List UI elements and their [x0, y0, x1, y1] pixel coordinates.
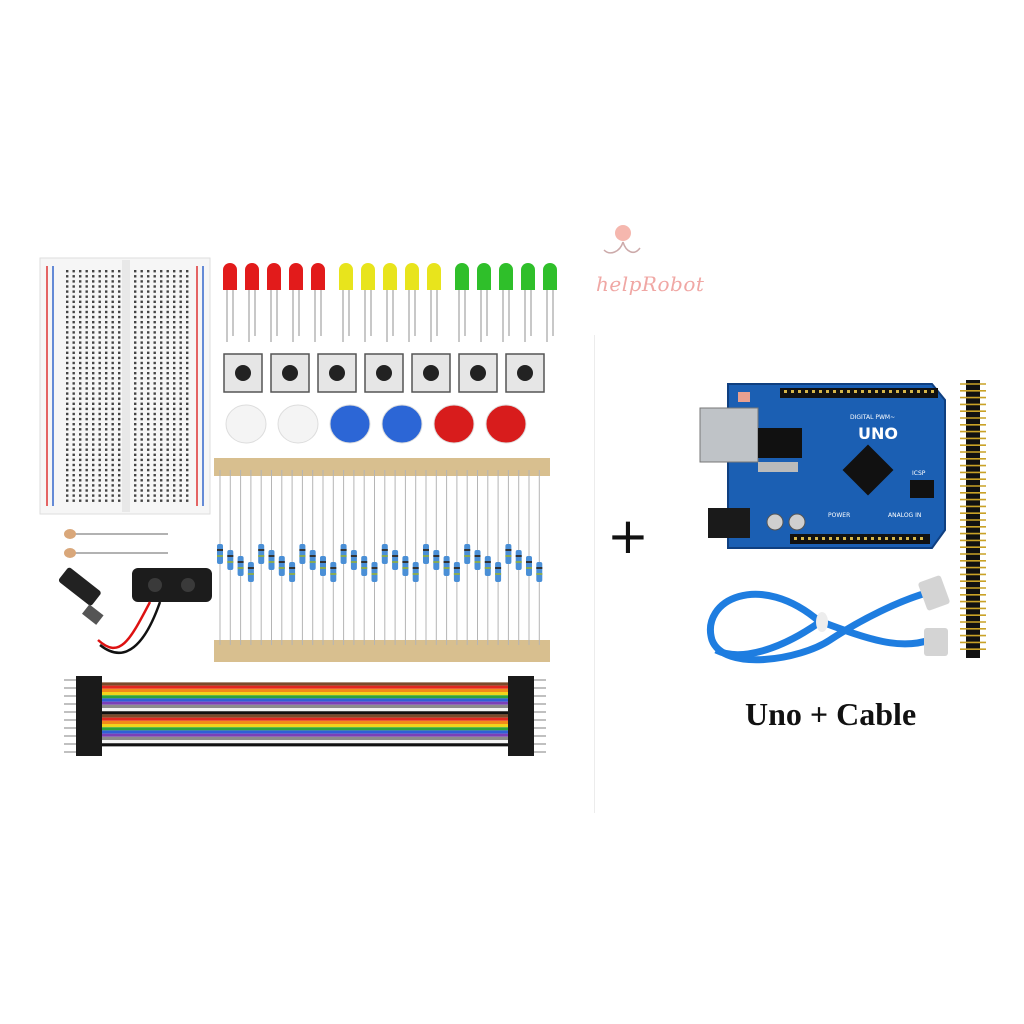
- resistor: [227, 550, 234, 570]
- resistor: [474, 550, 481, 570]
- led: [339, 263, 353, 290]
- resistor: [278, 556, 285, 576]
- button-cap: [329, 404, 371, 444]
- button-cap: [433, 404, 475, 444]
- button-cap: [277, 404, 319, 444]
- led: [223, 263, 237, 290]
- led: [455, 263, 469, 290]
- board-power-label: POWER: [828, 512, 851, 519]
- resistor: [268, 550, 275, 570]
- push-button: [364, 353, 404, 393]
- resistor: [433, 550, 440, 570]
- resistor: [453, 562, 460, 582]
- led: [245, 263, 259, 290]
- led: [427, 263, 441, 290]
- resistor: [505, 544, 512, 564]
- led: [543, 263, 557, 290]
- arduino-uno-board: [699, 383, 946, 549]
- resistor: [237, 556, 244, 576]
- resistor: [309, 550, 316, 570]
- battery-clip: [58, 567, 212, 655]
- resistor: [361, 556, 368, 576]
- resistor: [515, 550, 522, 570]
- resistor: [320, 556, 326, 576]
- board-analog-label: ANALOG IN: [888, 512, 922, 519]
- resistor: [350, 550, 357, 570]
- led: [383, 263, 397, 290]
- product-caption: Uno + Cable: [745, 696, 917, 732]
- led: [477, 263, 491, 290]
- led-row: [223, 263, 557, 342]
- jumper-wire-bundle: [64, 676, 546, 756]
- board-digital-label: DIGITAL PWM~: [850, 414, 896, 421]
- resistor: [371, 562, 378, 582]
- resistor: [412, 562, 419, 582]
- breadboard-holes: [66, 270, 189, 502]
- led: [361, 263, 375, 290]
- resistor: [495, 562, 502, 582]
- board-icsp-label: ICSP: [912, 470, 926, 477]
- board-model-label: UNO: [858, 424, 898, 443]
- resistor: [289, 562, 296, 582]
- led: [267, 263, 281, 290]
- led: [499, 263, 513, 290]
- button-cap: [381, 404, 423, 444]
- resistor: [392, 550, 399, 570]
- resistor: [381, 544, 388, 564]
- resistor: [443, 556, 450, 576]
- panel-divider: [594, 335, 595, 813]
- resistor: [526, 556, 532, 576]
- led: [521, 263, 535, 290]
- resistor: [484, 556, 491, 576]
- led: [311, 263, 325, 290]
- led: [405, 263, 419, 290]
- resistor: [217, 544, 223, 564]
- flower-logo-icon: [603, 225, 641, 254]
- usb-cable: [707, 575, 950, 664]
- resistor: [340, 544, 347, 564]
- resistor: [464, 544, 471, 564]
- resistor: [330, 562, 337, 582]
- button-cap: [485, 404, 527, 444]
- photoresistors: [64, 529, 168, 558]
- brand-watermark: helpRobot: [596, 272, 705, 296]
- resistor: [536, 562, 543, 582]
- resistor: [299, 544, 306, 564]
- push-button-row: [223, 353, 545, 393]
- led: [289, 263, 303, 290]
- resistor: [402, 556, 409, 576]
- plus-separator: +: [607, 507, 649, 565]
- breadboard: [39, 257, 211, 515]
- button-cap-row: [225, 404, 527, 444]
- resistor: [258, 544, 265, 564]
- resistor: [423, 544, 429, 564]
- button-cap: [225, 404, 267, 444]
- resistor-tape: [214, 458, 550, 662]
- pin-header: [960, 380, 986, 658]
- resistor: [247, 562, 254, 582]
